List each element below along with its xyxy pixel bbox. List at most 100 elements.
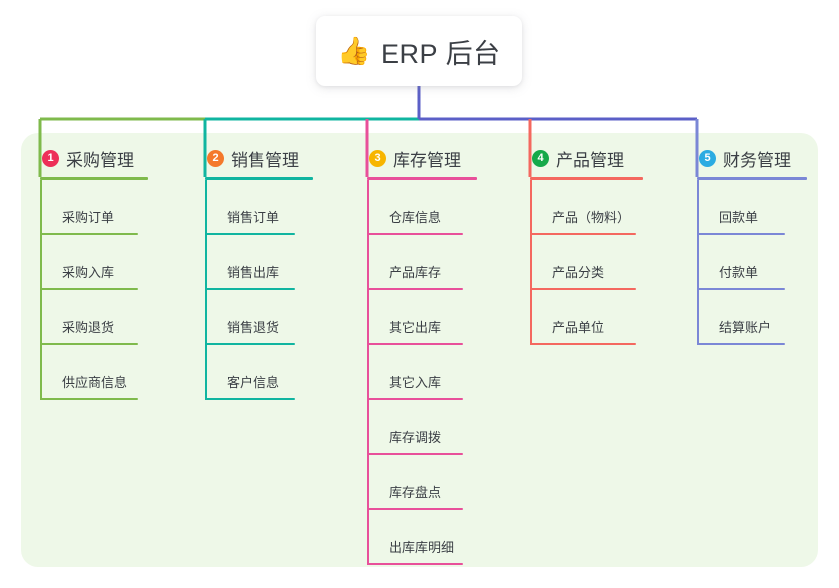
leaf-node[interactable]: 销售退货 (205, 290, 313, 345)
leaf-rule (367, 453, 463, 455)
leaf-node[interactable]: 付款单 (697, 235, 807, 290)
root-node-title: ERP 后台 (381, 38, 501, 69)
leaf-rule (530, 233, 636, 235)
leaf-node[interactable]: 出库库明细 (367, 510, 477, 565)
leaf-label: 回款单 (719, 210, 759, 225)
leaf-rule (205, 233, 295, 235)
column-badge-3: 3 (369, 149, 386, 167)
leaf-rule (530, 343, 636, 345)
leaf-node[interactable]: 回款单 (697, 180, 807, 235)
column-1: 1 采购管理采购订单采购入库采购退货供应商信息 (40, 145, 148, 400)
column-header-1[interactable]: 1 采购管理 (40, 145, 148, 171)
leaf-rule (40, 288, 138, 290)
leaf-node[interactable]: 产品（物料） (530, 180, 643, 235)
leaf-rule (367, 233, 463, 235)
column-rule-1 (40, 177, 148, 180)
column-badge-2: 2 (207, 149, 224, 167)
leaf-node[interactable]: 供应商信息 (40, 345, 148, 400)
leaf-rule (205, 343, 295, 345)
leaf-rule (40, 398, 138, 400)
leaf-rule (205, 398, 295, 400)
column-title-4: 产品管理 (556, 150, 624, 170)
column-rule-4 (530, 177, 643, 180)
column-spine-2 (205, 180, 207, 400)
leaf-label: 结算账户 (719, 320, 772, 335)
leaf-node[interactable]: 其它入库 (367, 345, 477, 400)
column-rule-3 (367, 177, 477, 180)
leaf-label: 产品单位 (552, 320, 605, 335)
leaf-rule (367, 288, 463, 290)
leaf-label: 库存调拨 (389, 430, 442, 445)
leaf-label: 产品分类 (552, 265, 605, 280)
leaf-label: 产品（物料） (552, 210, 631, 225)
leaf-node[interactable]: 产品库存 (367, 235, 477, 290)
root-node[interactable]: 👍 ERP 后台 (316, 16, 522, 86)
diagram-panel (21, 133, 818, 567)
leaf-node[interactable]: 销售订单 (205, 180, 313, 235)
leaf-node[interactable]: 产品分类 (530, 235, 643, 290)
column-5: 5 财务管理回款单付款单结算账户 (697, 145, 807, 345)
thumbs-up-icon: 👍 (337, 35, 372, 66)
column-header-3[interactable]: 3 库存管理 (367, 145, 477, 171)
leaf-label: 采购退货 (62, 320, 115, 335)
column-spine-5 (697, 180, 699, 345)
leaf-node[interactable]: 库存调拨 (367, 400, 477, 455)
leaf-label: 采购订单 (62, 210, 115, 225)
leaf-label: 采购入库 (62, 265, 115, 280)
leaf-label: 其它入库 (389, 375, 442, 390)
column-header-4[interactable]: 4 产品管理 (530, 145, 643, 171)
leaf-rule (367, 343, 463, 345)
leaf-rule (697, 233, 785, 235)
leaf-label: 产品库存 (389, 265, 442, 280)
leaf-node[interactable]: 结算账户 (697, 290, 807, 345)
leaf-list-1: 采购订单采购入库采购退货供应商信息 (40, 180, 148, 400)
leaf-label: 客户信息 (227, 375, 280, 390)
column-badge-4: 4 (532, 149, 549, 167)
leaf-label: 供应商信息 (62, 375, 128, 390)
leaf-rule (367, 398, 463, 400)
leaf-node[interactable]: 产品单位 (530, 290, 643, 345)
leaf-node[interactable]: 仓库信息 (367, 180, 477, 235)
column-header-5[interactable]: 5 财务管理 (697, 145, 807, 171)
column-rule-5 (697, 177, 807, 180)
column-rule-2 (205, 177, 313, 180)
column-title-3: 库存管理 (393, 150, 461, 170)
column-badge-1: 1 (42, 149, 59, 167)
leaf-label: 付款单 (719, 265, 759, 280)
leaf-rule (40, 343, 138, 345)
leaf-node[interactable]: 采购入库 (40, 235, 148, 290)
leaf-label: 其它出库 (389, 320, 442, 335)
leaf-node[interactable]: 其它出库 (367, 290, 477, 345)
leaf-label: 库存盘点 (389, 485, 442, 500)
leaf-label: 销售订单 (227, 210, 280, 225)
column-spine-1 (40, 180, 42, 400)
column-4: 4 产品管理产品（物料） 产品分类产品单位 (530, 145, 643, 345)
leaf-list-5: 回款单付款单结算账户 (697, 180, 807, 345)
column-badge-5: 5 (699, 149, 716, 167)
column-title-5: 财务管理 (723, 150, 791, 170)
leaf-node[interactable]: 客户信息 (205, 345, 313, 400)
column-3: 3 库存管理仓库信息产品库存其它出库其它入库库存调拨库存盘点出库库明细 (367, 145, 477, 565)
leaf-node[interactable]: 销售出库 (205, 235, 313, 290)
leaf-rule (40, 233, 138, 235)
leaf-rule (205, 288, 295, 290)
leaf-label: 销售出库 (227, 265, 280, 280)
leaf-list-4: 产品（物料） 产品分类产品单位 (530, 180, 643, 345)
leaf-label: 出库库明细 (389, 540, 455, 555)
leaf-node[interactable]: 采购退货 (40, 290, 148, 345)
leaf-rule (367, 563, 463, 565)
leaf-node[interactable]: 库存盘点 (367, 455, 477, 510)
column-title-1: 采购管理 (66, 150, 134, 170)
column-spine-4 (530, 180, 532, 345)
leaf-list-2: 销售订单销售出库销售退货客户信息 (205, 180, 313, 400)
leaf-rule (367, 508, 463, 510)
leaf-rule (697, 343, 785, 345)
leaf-label: 销售退货 (227, 320, 280, 335)
leaf-list-3: 仓库信息产品库存其它出库其它入库库存调拨库存盘点出库库明细 (367, 180, 477, 565)
leaf-node[interactable]: 采购订单 (40, 180, 148, 235)
column-spine-3 (367, 180, 369, 565)
leaf-rule (530, 288, 636, 290)
